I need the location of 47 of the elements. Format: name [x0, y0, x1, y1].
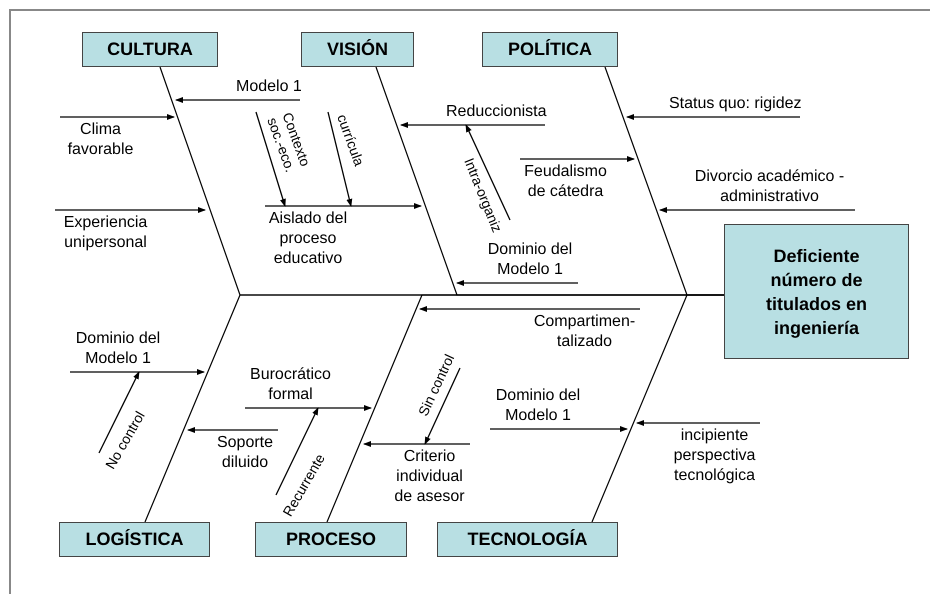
cause-label: Criterio individual de asesor [387, 447, 472, 507]
arrow [490, 426, 628, 432]
cause-label: Dominio del Modelo 1 [480, 240, 580, 280]
arrow [70, 369, 205, 375]
arrow [659, 207, 855, 213]
cause-label: Status quo: rigidez [669, 94, 802, 114]
cause-label: Clima favorable [58, 120, 143, 160]
arrow [419, 306, 640, 312]
effect-box: Deficiente número de titulados en ingeniería [724, 224, 909, 359]
category-box: PROCESO [255, 522, 407, 557]
cause-label: Reduccionista [446, 102, 546, 122]
arrow [60, 114, 175, 120]
cause-label: Sin control [414, 352, 458, 418]
arrow [255, 112, 286, 207]
arrow [456, 280, 578, 286]
arrow [424, 368, 461, 445]
cause-label: Dominio del Modelo 1 [488, 386, 588, 426]
cause-label: Feudalismo de cátedra [518, 162, 613, 202]
arrow [626, 114, 800, 120]
arrow [636, 420, 760, 426]
cause-label: Aislado del proceso educativo [263, 209, 353, 269]
cause-label: Soporte diluido [210, 433, 280, 473]
cause-label: Modelo 1 [236, 77, 302, 97]
arrow [327, 112, 352, 207]
arrow [363, 441, 470, 447]
category-box: CULTURA [82, 32, 218, 67]
cause-label: Compartimen- talizado [527, 312, 642, 352]
arrow [55, 207, 206, 213]
arrow [465, 124, 511, 220]
arrow [265, 203, 422, 209]
category-box: VISIÓN [301, 32, 414, 67]
arrow [187, 427, 278, 433]
arrow [245, 405, 372, 411]
arrow [98, 371, 140, 454]
category-box: POLÍTICA [482, 32, 618, 67]
cause-label: Burocrático formal [243, 365, 338, 405]
cause-label: Dominio del Modelo 1 [68, 329, 168, 369]
arrow [520, 156, 635, 162]
cause-label: incipiente perspectiva tecnológica [667, 426, 762, 486]
arrow [275, 407, 319, 496]
arrow [175, 97, 300, 103]
cause-label: Divorcio académico - administrativo [682, 167, 857, 207]
category-box: LOGÍSTICA [59, 522, 210, 557]
cause-label: Experiencia unipersonal [53, 213, 158, 253]
bone-line [591, 294, 724, 522]
arrow [400, 122, 545, 128]
category-box: TECNOLOGÍA [437, 522, 618, 557]
